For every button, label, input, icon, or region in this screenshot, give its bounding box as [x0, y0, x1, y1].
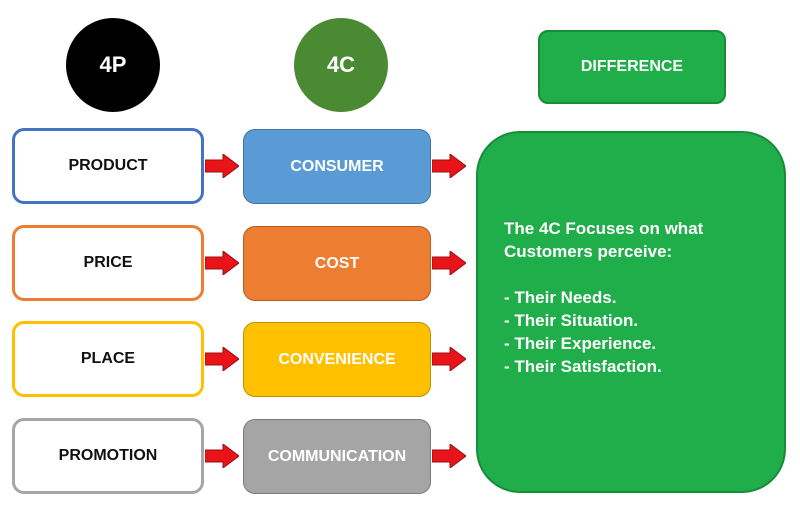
difference-point-situation: Their Situation. — [504, 309, 764, 332]
difference-point-experience: Their Experience. — [504, 332, 764, 355]
right-arrow-icon — [205, 444, 239, 468]
difference-point-satisfaction: Their Satisfaction. — [504, 355, 764, 378]
4p-product-box: PRODUCT — [12, 128, 204, 204]
difference-point-needs: Their Needs. — [504, 286, 764, 309]
4p-promotion-box: PROMOTION — [12, 418, 204, 494]
4c-header-circle: 4C — [294, 18, 388, 112]
difference-header: DIFFERENCE — [538, 30, 726, 104]
right-arrow-icon — [432, 347, 466, 371]
right-arrow-icon — [432, 154, 466, 178]
4p-header-circle: 4P — [66, 18, 160, 112]
4c-communication-box: COMMUNICATION — [243, 419, 431, 494]
right-arrow-icon — [205, 154, 239, 178]
difference-points-list: Their Needs. Their Situation. Their Expe… — [504, 286, 764, 378]
4p-price-box: PRICE — [12, 225, 204, 301]
right-arrow-icon — [432, 444, 466, 468]
difference-intro: The 4C Focuses on what Customers perceiv… — [504, 219, 704, 261]
4c-convenience-box: CONVENIENCE — [243, 322, 431, 397]
right-arrow-icon — [205, 347, 239, 371]
right-arrow-icon — [432, 251, 466, 275]
4c-cost-box: COST — [243, 226, 431, 301]
right-arrow-icon — [205, 251, 239, 275]
4p-place-box: PLACE — [12, 321, 204, 397]
difference-panel: The 4C Focuses on what Customers perceiv… — [476, 131, 786, 493]
4c-consumer-box: CONSUMER — [243, 129, 431, 204]
